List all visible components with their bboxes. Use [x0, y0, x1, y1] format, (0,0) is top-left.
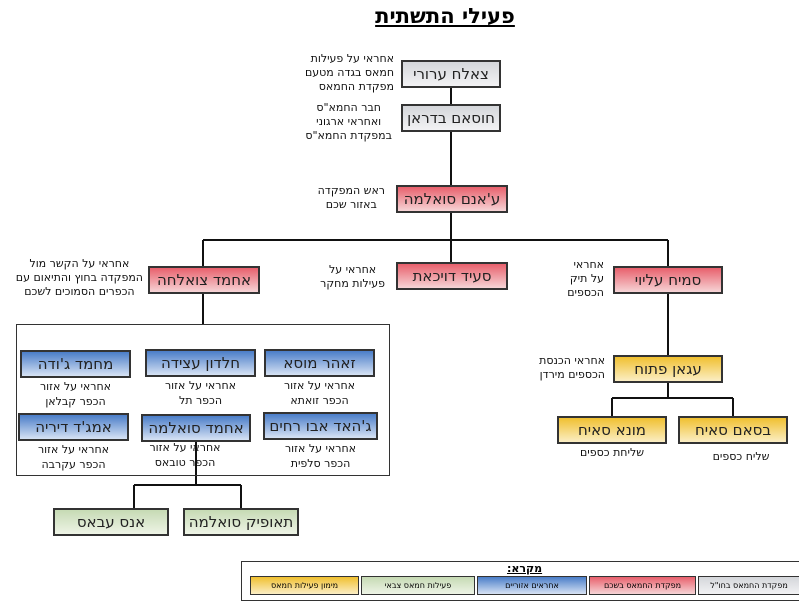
legend-title: מקרא:: [507, 562, 543, 575]
node-box: מונא סאיח: [557, 416, 667, 444]
legend-item: מפקדת החמאס בשכם: [589, 576, 696, 595]
legend-item: מימון פעילות חמאס: [250, 576, 359, 595]
node-note: שליחת כספים: [579, 446, 644, 459]
node-box: חוסאם בדראן: [401, 104, 501, 132]
legend-item: פעילות חמאס צבאי: [361, 576, 475, 595]
node-box: מחמד ג'ודה: [20, 350, 131, 378]
node-box: ע'אנם סואלמה: [396, 185, 508, 213]
node-box: צאלח ערורי: [401, 60, 501, 88]
node-box: זאהר מוסא: [264, 349, 375, 377]
regional-group: [16, 324, 390, 476]
page-title: פעילי התשתית: [375, 4, 515, 28]
node-box: בסאם סאיח: [678, 416, 788, 444]
node-box: אמג'ד דיריה: [18, 413, 129, 441]
legend-item: אחראים אזוריים: [477, 576, 587, 595]
node-box: חלדון עצידה: [145, 349, 256, 377]
node-box: סעיד דויכאת: [396, 262, 508, 290]
legend-item: מפקדת החמאס בחו"ל: [698, 576, 799, 595]
node-box: עגאן פתוח: [613, 355, 723, 383]
node-box: אחמד סואלמה: [141, 414, 251, 442]
node-box: סמיח עליוי: [613, 266, 723, 294]
node-box: אחמד צואלחה: [148, 266, 260, 294]
legend: מקרא: מפקדת החמאס בחו"ל מפקדת החמאס בשכם…: [241, 561, 799, 601]
node-box: אנס עבאס: [53, 508, 169, 536]
node-box: ג'האד אבו רחים: [263, 412, 378, 440]
node-note: שליח כספים: [712, 450, 770, 463]
node-box: תאופיק סואלמה: [183, 508, 299, 536]
